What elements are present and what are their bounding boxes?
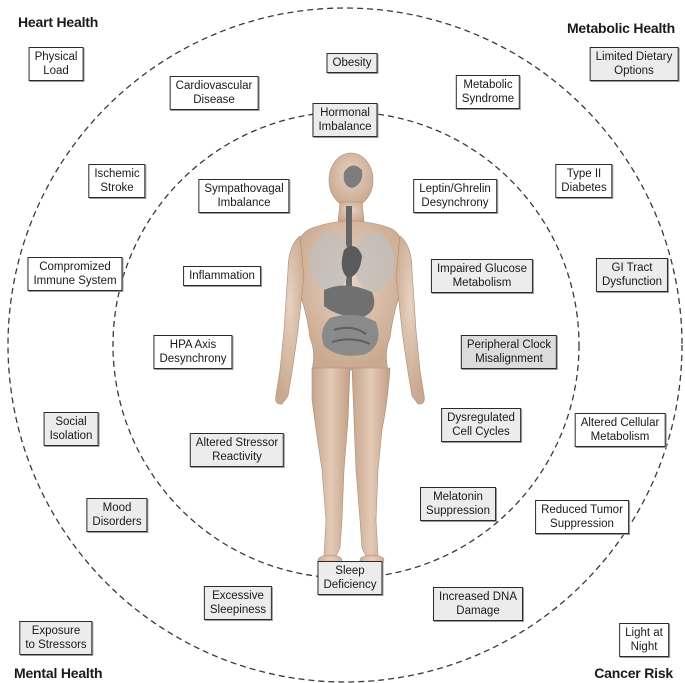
obesity-box: Obesity: [327, 53, 378, 73]
inflammation-box: Inflammation: [183, 266, 261, 286]
metabolic-health-title: Metabolic Health: [567, 20, 675, 36]
cancer-risk-title: Cancer Risk: [594, 665, 673, 681]
mental-health-title: Mental Health: [14, 665, 102, 681]
heart-health-title: Heart Health: [18, 14, 98, 30]
